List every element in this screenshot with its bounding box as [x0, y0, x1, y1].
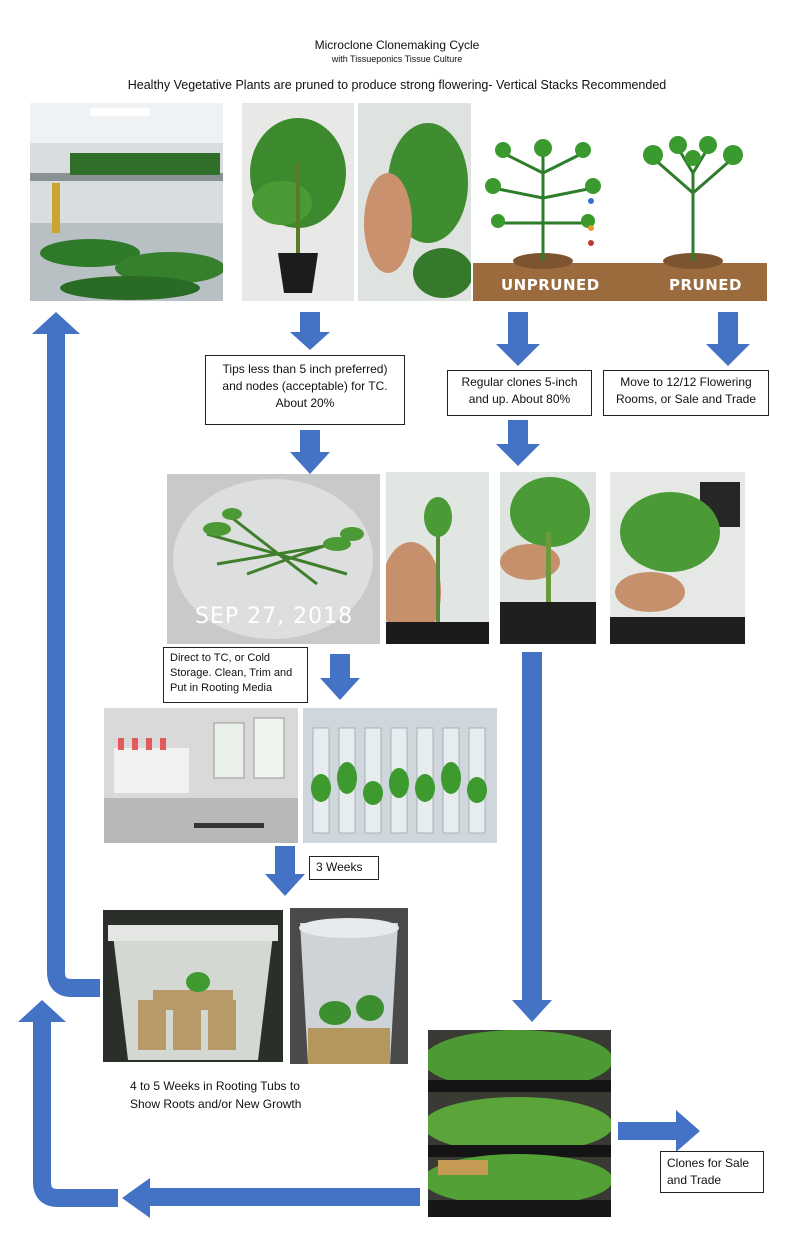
clones-for-sale-box: Clones for Sale and Trade: [660, 1151, 764, 1193]
pruned-label: PRUNED: [669, 276, 742, 294]
arrow-left-from-trays: [122, 1178, 420, 1218]
arrow-down-tips: [290, 312, 330, 350]
hand-plant-photo: [358, 103, 471, 301]
diagram-headline: Healthy Vegetative Plants are pruned to …: [127, 78, 667, 92]
direct-line3: Put in Rooting Media: [170, 682, 273, 694]
arrow-down-to-tc-photo: [290, 430, 330, 474]
move-line2: Rooms, or Sale and Trade: [615, 392, 757, 406]
clone-tray-photo: [610, 472, 745, 644]
move-line1: Move to 12/12 Flowering: [620, 375, 752, 389]
culture-tubes-photo: [303, 708, 497, 843]
arrow-down-to-media: [320, 654, 360, 700]
tips-line2: and nodes (acceptable) for TC.: [222, 379, 388, 393]
three-weeks-box: 3 Weeks: [309, 856, 379, 880]
arrow-long-down-trays: [512, 652, 552, 1022]
diagram-title: Microclone Clonemaking Cycle: [314, 38, 480, 52]
rooting-tub-2-photo: [290, 908, 408, 1064]
tips-box: Tips less than 5 inch preferred) and nod…: [205, 355, 405, 425]
three-weeks-label: 3 Weeks: [316, 860, 363, 874]
tips-line3: About 20%: [275, 396, 335, 410]
flowering-rooms-box: Move to 12/12 Flowering Rooms, or Sale a…: [603, 370, 769, 416]
date-stamp: SEP 27, 2018: [195, 604, 354, 629]
rooting-tub-photo: [103, 910, 283, 1062]
sale-line1: Clones for Sale: [667, 1156, 750, 1170]
arrow-down-to-clone-photo: [496, 420, 540, 466]
rooting-line2: Show Roots and/or New Growth: [130, 1097, 302, 1111]
regular-line2: and up. About 80%: [468, 392, 571, 406]
arrow-down-flowering: [706, 312, 750, 366]
sale-line2: and Trade: [667, 1173, 722, 1187]
clone-trays-photo: [428, 1030, 611, 1217]
tc-cuttings-dish-photo: SEP 27, 2018: [167, 474, 380, 644]
rooting-tubs-text: 4 to 5 Weeks in Rooting Tubs to Show Roo…: [130, 1077, 301, 1113]
direct-to-tc-box: Direct to TC, or Cold Storage. Clean, Tr…: [163, 647, 308, 703]
clone-hand-photo: [500, 472, 596, 644]
regular-clones-box: Regular clones 5-inch and up. About 80%: [447, 370, 592, 416]
arrow-loop-tubs-to-stacks: [47, 330, 100, 997]
arrow-loop-bottom-to-tubs: [33, 1018, 118, 1207]
rooting-line1: 4 to 5 Weeks in Rooting Tubs to: [130, 1079, 300, 1093]
unpruned-label: UNPRUNED: [501, 276, 600, 294]
potted-plant-photo: [242, 103, 354, 301]
tips-line1: Tips less than 5 inch preferred): [222, 362, 388, 376]
arrow-down-regular: [496, 312, 540, 366]
pruning-diagram: UNPRUNED PRUNED: [473, 103, 767, 301]
direct-line2: Storage. Clean, Trim and: [170, 667, 293, 679]
vertical-stacks-photo: [30, 103, 223, 301]
regular-line1: Regular clones 5-inch: [461, 375, 578, 389]
arrow-right-sale: [618, 1110, 700, 1152]
arrow-down-to-tubs: [265, 846, 305, 896]
lab-bench-photo: [104, 708, 298, 843]
direct-line1: Direct to TC, or Cold: [170, 652, 271, 664]
diagram-subtitle: with Tissueponics Tissue Culture: [331, 54, 463, 64]
cutting-in-hand-photo: [386, 472, 489, 644]
